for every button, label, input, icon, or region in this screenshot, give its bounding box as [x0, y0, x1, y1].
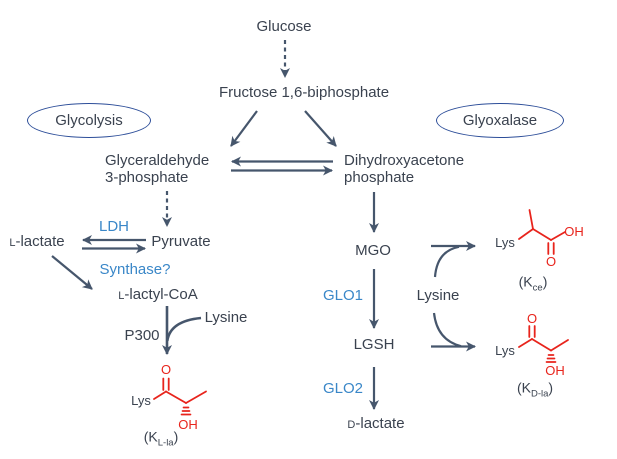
- glyoxalase-label: Glyoxalase: [462, 112, 538, 129]
- dhap-line2: phosphate: [344, 169, 415, 186]
- kce-caption-post: ): [542, 273, 548, 290]
- glo2-label: GLO2: [322, 380, 364, 398]
- kce-caption-sub: ce: [532, 282, 543, 294]
- kdla-caption-sub: D-la: [530, 388, 549, 400]
- bond-klla-cc: [165, 390, 187, 404]
- dhap-line1: Dihydroxyacetone: [344, 152, 465, 169]
- kce-oh-label: OH: [564, 224, 584, 240]
- ldh-label: LDH: [98, 218, 130, 236]
- arrow-lactate-to-lactylcoa: [51, 255, 93, 290]
- kdla-lys-label: Lys: [495, 343, 515, 359]
- klla-o-label: O: [160, 362, 172, 378]
- klla-oh-label: OH: [178, 417, 198, 433]
- klla-lys-label: Lys: [131, 393, 151, 409]
- g3p-label: Glyceraldehyde 3-phosphate: [105, 152, 209, 186]
- bond-kce-cc: [532, 228, 552, 241]
- dhap-label: Dihydroxyacetone phosphate: [344, 152, 464, 186]
- l-lactate-label: L-lactate: [9, 234, 64, 250]
- arrow-f16bp-to-g3p: [230, 110, 258, 147]
- g3p-line1: Glyceraldehyde: [105, 152, 210, 169]
- bond-kdla-lys: [518, 338, 533, 348]
- kdla-o-label: O: [526, 311, 538, 327]
- lysine-right-label: Lysine: [416, 287, 460, 305]
- bond-kce-lys: [518, 228, 534, 240]
- glycolysis-oval: Glycolysis: [27, 103, 151, 138]
- bond-kdla-cc: [531, 338, 552, 352]
- d-lactate-label: D-lactate: [347, 416, 404, 432]
- bond-kce-methyl: [528, 209, 534, 230]
- p300-label: P300: [124, 327, 160, 345]
- kce-lys-label: Lys: [495, 235, 515, 251]
- pyruvate-label: Pyruvate: [151, 233, 211, 251]
- kce-caption: (Kce): [518, 273, 548, 294]
- mgo-label: MGO: [355, 242, 391, 260]
- glo1-label: GLO1: [322, 287, 364, 305]
- bond-klla-lys: [153, 390, 167, 400]
- l-lactyl-coa-label: L-lactyl-CoA: [118, 287, 197, 303]
- bond-klla-methyl: [185, 390, 207, 404]
- lgsh-label: LGSH: [353, 336, 395, 354]
- glucose-label: Glucose: [256, 18, 312, 36]
- bond-kdla-methyl: [550, 339, 569, 352]
- kce-o-label: O: [545, 254, 557, 270]
- kdla-caption: (KD-la): [516, 379, 554, 400]
- glyoxalase-oval: Glyoxalase: [436, 103, 564, 138]
- glycolysis-label: Glycolysis: [55, 112, 123, 129]
- d-lactate-prefix: D: [347, 419, 356, 432]
- kdla-caption-pre: (K: [516, 379, 531, 396]
- f16bp-label: Fructose 1,6-biphosphate: [218, 84, 390, 102]
- kdla-caption-post: ): [548, 379, 554, 396]
- klla-caption-post: ): [173, 428, 179, 445]
- klla-caption: (KL-la): [143, 428, 179, 449]
- bond-kce-oh: [550, 231, 566, 241]
- curve-lysine-right-to-kce: [433, 245, 460, 278]
- l-lactate-name: -lactate: [15, 233, 65, 251]
- klla-caption-sub: L-la: [157, 437, 174, 449]
- curve-lysine-left-join: [166, 316, 202, 342]
- curve-lysine-right-to-kdla: [432, 312, 462, 348]
- lysine-left-label: Lysine: [204, 309, 248, 327]
- arrow-f16bp-to-dhap: [304, 110, 337, 147]
- l-lactate-prefix: L: [9, 237, 16, 250]
- g3p-line2: 3-phosphate: [105, 169, 189, 186]
- l-lactyl-coa-name: -lactyl-CoA: [124, 286, 198, 304]
- kce-caption-pre: (K: [518, 273, 533, 290]
- synthase-label: Synthase?: [99, 261, 171, 279]
- d-lactate-name: -lactate: [355, 415, 405, 433]
- l-lactyl-coa-prefix: L: [118, 290, 125, 303]
- kdla-oh-label: OH: [545, 363, 565, 379]
- klla-caption-pre: (K: [143, 428, 158, 445]
